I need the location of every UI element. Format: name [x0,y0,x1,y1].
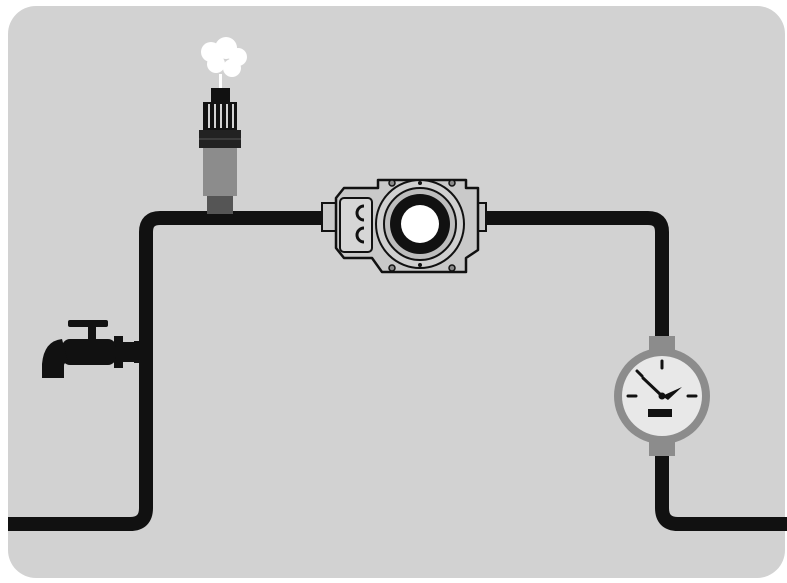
port-icon [355,204,365,222]
pressure-gauge-icon [614,336,710,456]
faucet-icon [42,320,140,378]
gauge-display [648,409,672,417]
smoke-cloud-icon [201,37,247,77]
smoke-sensor-icon [199,37,247,214]
transmitter-icon [321,178,487,274]
background-panel [8,6,785,578]
port-icon [355,226,365,244]
